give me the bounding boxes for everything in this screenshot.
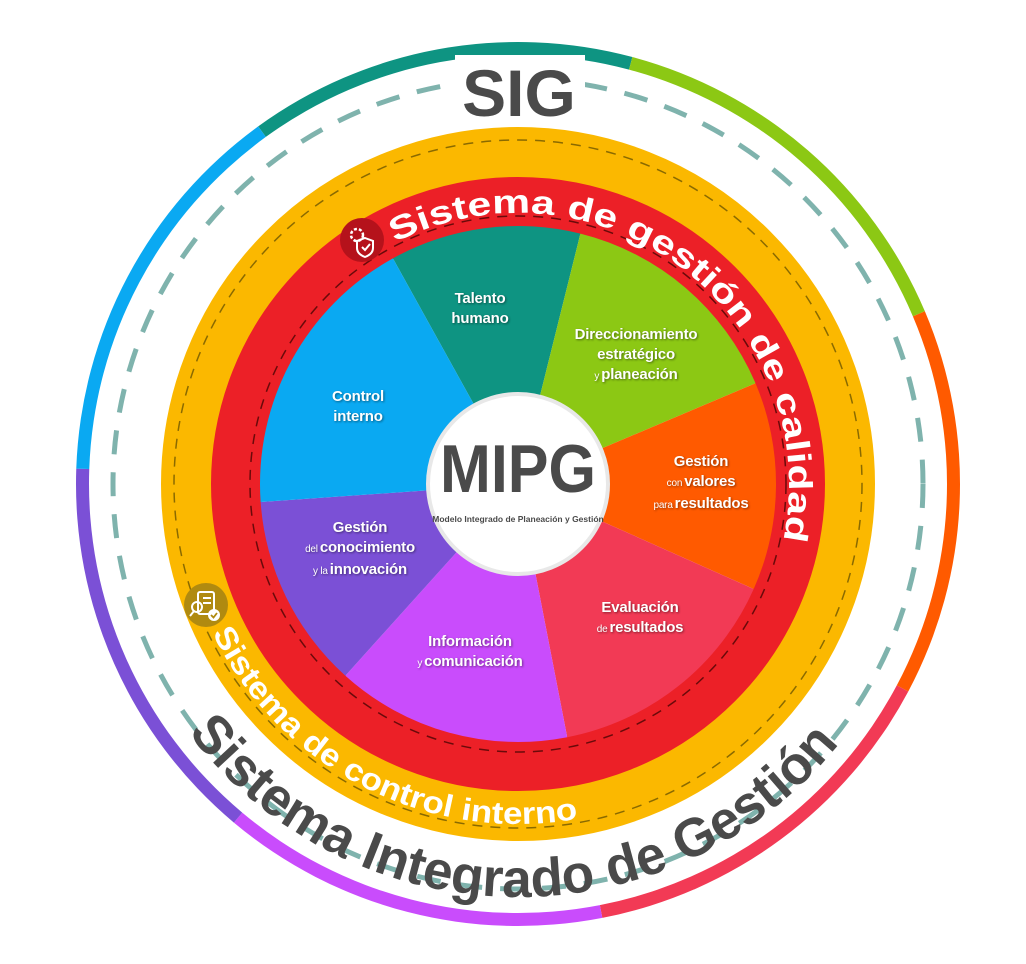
slice-label-prefix: del [305,544,318,555]
sig-title-backdrop [455,55,585,135]
slice-label-line: estratégico [575,345,698,365]
slice-label-text: Gestión [332,519,388,536]
slice-label-prefix: y la [313,566,328,577]
center-circle [426,392,610,576]
slice-label-text: Control [332,388,384,405]
slice-label-text: Evaluación [601,599,679,616]
slice-label-control-interno: Control interno [332,387,384,427]
slice-label-line: humano [451,309,508,329]
slice-label-text: valores [684,473,736,490]
quality-ring-dashed-line [249,215,787,753]
slice-label-line: Gestión [305,518,415,538]
center-title: MIPG [440,431,596,507]
slice-label-prefix: y [417,658,423,669]
slice-label-text: resultados [674,495,749,512]
outer-color-ring [76,41,960,926]
slice-label-text: resultados [609,619,684,636]
outer-ring-segment [896,311,960,692]
slice-label-text: comunicación [424,653,523,670]
slice-label-prefix: y [594,371,600,382]
slice-label-text: interno [333,408,383,425]
control-ring [161,127,875,841]
slice-label-text: innovación [329,561,407,578]
slice-label-line: Información [417,632,522,652]
slice-label-text: estratégico [597,346,675,363]
slice-label-text: Información [428,633,512,650]
outer-ring-segment [76,468,243,823]
slice-label-talento-humano: Talento humano [451,289,508,329]
center-subtitle: Modelo Integrado de Planeación y Gestión [432,514,603,524]
slice-label-text: humano [451,310,509,327]
control-ring-dashed-line [173,139,863,829]
slice-label-line: interno [332,407,384,427]
quality-ring [211,177,825,791]
slice-label-line: Evaluación [597,598,684,618]
gear-shield-icon [340,218,384,262]
pie-slice-gestion-con-valores [518,383,776,589]
slice-label-text: conocimiento [319,539,415,556]
slice-label-text: Direccionamiento [574,326,698,343]
slice-label-line: Control [332,387,384,407]
slice-label-text: Talento [454,290,506,307]
slice-label-prefix: con [666,478,683,489]
outer-ring-segment [233,812,603,926]
slice-label-line: Direccionamiento [575,325,698,345]
slice-label-prefix: para [653,500,673,511]
slice-label-prefix: de [596,624,608,635]
slice-label-text: planeación [601,366,678,383]
outer-ring-segment [258,41,633,137]
sig-title: SIG [462,56,576,130]
clipboard-check-icon [184,583,228,627]
slice-label-line: Talento [451,289,508,309]
slice-label-text: Gestión [673,453,729,470]
slice-label-line: Gestión [653,452,748,472]
